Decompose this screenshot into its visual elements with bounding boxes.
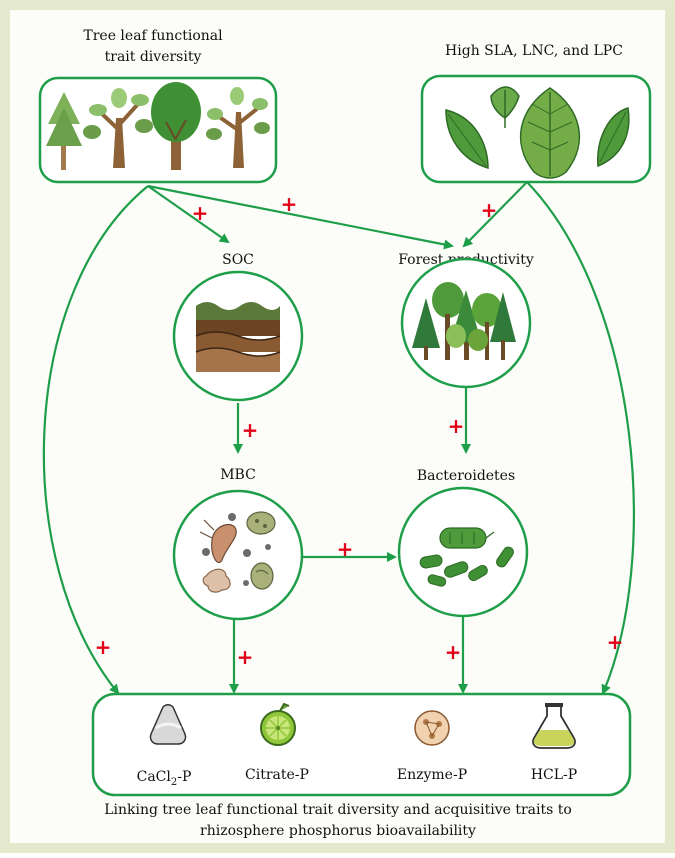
bacteroidetes-label: Bacteroidetes xyxy=(417,468,515,484)
caption-line2: rhizosphere phosphorus bioavailability xyxy=(200,823,476,839)
sign-diversity-productivity: + xyxy=(281,192,298,216)
node-phosphorus-pools: CaCl2-P Citrate-P Enzyme-P xyxy=(93,694,630,795)
citrate-p-label: Citrate-P xyxy=(245,767,309,783)
enzyme-molecule-icon xyxy=(415,711,449,745)
caption-line1: Linking tree leaf functional trait diver… xyxy=(104,802,572,818)
sign-diversity-phosphorus: + xyxy=(95,635,112,659)
sign-traits-phosphorus: + xyxy=(607,630,624,654)
sign-mbc-bacteroidetes: + xyxy=(337,537,354,561)
sign-mbc-phosphorus: + xyxy=(237,645,254,669)
sign-diversity-soc: + xyxy=(192,201,209,225)
trait-diversity-label-line1: Tree leaf functional xyxy=(83,28,223,44)
acquisitive-traits-label: High SLA, LNC, and LPC xyxy=(445,43,623,59)
mbc-label: MBC xyxy=(220,467,256,483)
sign-bacteroidetes-phosphorus: + xyxy=(445,640,462,664)
soc-label: SOC xyxy=(222,252,254,268)
hcl-p-label: HCL-P xyxy=(531,767,577,783)
enzyme-p-label: Enzyme-P xyxy=(397,767,467,783)
sign-soc-mbc: + xyxy=(242,418,259,442)
mbc-circle xyxy=(174,491,302,619)
trait-diversity-label-line2: trait diversity xyxy=(105,49,202,65)
sign-traits-productivity: + xyxy=(481,198,498,222)
sign-productivity-bacteroidetes: + xyxy=(448,414,465,438)
